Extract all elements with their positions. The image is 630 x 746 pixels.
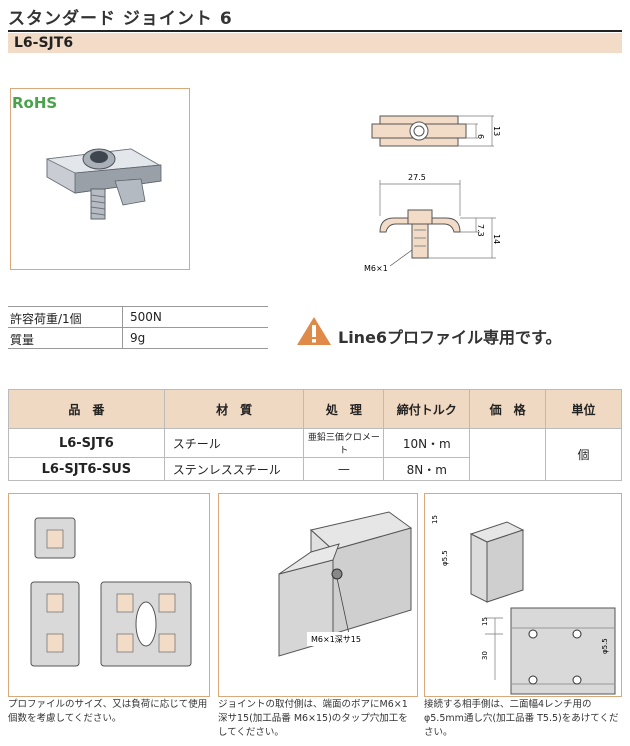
notice-text: Line6プロファイル専用です。 — [338, 328, 562, 347]
part-number: L6-SJT6 — [8, 428, 165, 458]
tap-label: M6×1深サ15 — [311, 635, 361, 644]
spec-table: 許容荷重/1個 500N 質量 9g — [8, 306, 268, 349]
page-title: スタンダード ジョイント 6 — [8, 9, 233, 29]
dim-14: 14 — [492, 234, 501, 244]
part-number: L6-SJT6-SUS — [8, 457, 165, 481]
table-row: L6-SJT6-SUS ステンレススチール — 8N・m — [8, 457, 622, 481]
technical-drawing: 6 13 27.5 7.3 14 M6×1 — [364, 115, 501, 273]
material: スチール — [163, 428, 305, 458]
th-finish: 処 理 — [303, 389, 385, 429]
caption-left: プロファイルのサイズ、又は負荷に応じて使用個数を考慮してください。 — [8, 699, 208, 724]
th-unit: 単位 — [545, 389, 622, 429]
material: ステンレススチール — [163, 457, 305, 481]
dim-13: 13 — [492, 126, 501, 136]
warning-icon — [297, 317, 331, 345]
title-rule — [8, 30, 622, 32]
spec-value: 500N — [130, 310, 162, 324]
caption-right: 接続する相手側は、二面幅4レンチ用のφ5.5mm通し穴(加工品番 T5.5)をあ… — [424, 699, 619, 738]
unit: 個 — [545, 428, 622, 481]
dim-phi-top: φ5.5 — [441, 550, 449, 566]
spec-row-load: 許容荷重/1個 500N — [8, 306, 268, 328]
thread-label: M6×1 — [364, 264, 388, 273]
product-photo-box — [10, 88, 190, 270]
usage-panel-middle: M6×1深サ15 — [218, 493, 418, 697]
table-header-row: 品 番 材 質 処 理 締付トルク 価 格 単位 — [8, 389, 622, 429]
table-row: L6-SJT6 スチール 亜鉛三価クロメート 10N・m 個 — [8, 428, 622, 481]
spec-label: 許容荷重/1個 — [10, 312, 82, 326]
spec-row-mass: 質量 9g — [8, 328, 268, 349]
dim-phi: φ5.5 — [601, 638, 609, 654]
model-band: L6-SJT6 — [8, 33, 622, 53]
torque: 8N・m — [383, 457, 471, 481]
th-material: 材 質 — [163, 389, 305, 429]
finish: — — [303, 457, 385, 481]
joint-mounting-diagram: M6×1深サ15 — [278, 511, 413, 657]
dim-6: 6 — [476, 134, 485, 139]
finish: 亜鉛三価クロメート — [303, 428, 385, 458]
spec-value: 9g — [130, 331, 146, 345]
dim-30: 30 — [481, 651, 489, 660]
spec-label: 質量 — [10, 333, 35, 347]
price — [469, 428, 547, 481]
th-part: 品 番 — [8, 389, 165, 429]
caption-middle: ジョイントの取付側は、端面のボアにM6×1深サ15(加工品番 M6×15)のタッ… — [218, 699, 408, 738]
dim-27-5: 27.5 — [408, 173, 426, 182]
rohs-badge: RoHS — [12, 94, 58, 112]
parts-table: 品 番 材 質 処 理 締付トルク 価 格 単位 L6-SJT6 スチール 亜鉛… — [8, 389, 622, 481]
th-torque: 締付トルク — [383, 389, 471, 429]
mating-hole-diagram: 15 30 φ5.5 15 φ5.5 — [431, 515, 616, 695]
th-price: 価 格 — [469, 389, 547, 429]
product-photo — [45, 148, 162, 220]
usage-panel-right: 15 30 φ5.5 15 φ5.5 — [424, 493, 622, 697]
profile-layout-diagram — [30, 517, 192, 667]
dim-15-top: 15 — [431, 515, 439, 524]
model-number: L6-SJT6 — [14, 35, 74, 51]
dim-15: 15 — [481, 617, 489, 626]
torque: 10N・m — [383, 428, 471, 458]
usage-panel-left — [8, 493, 210, 697]
dim-7-3: 7.3 — [476, 224, 485, 237]
